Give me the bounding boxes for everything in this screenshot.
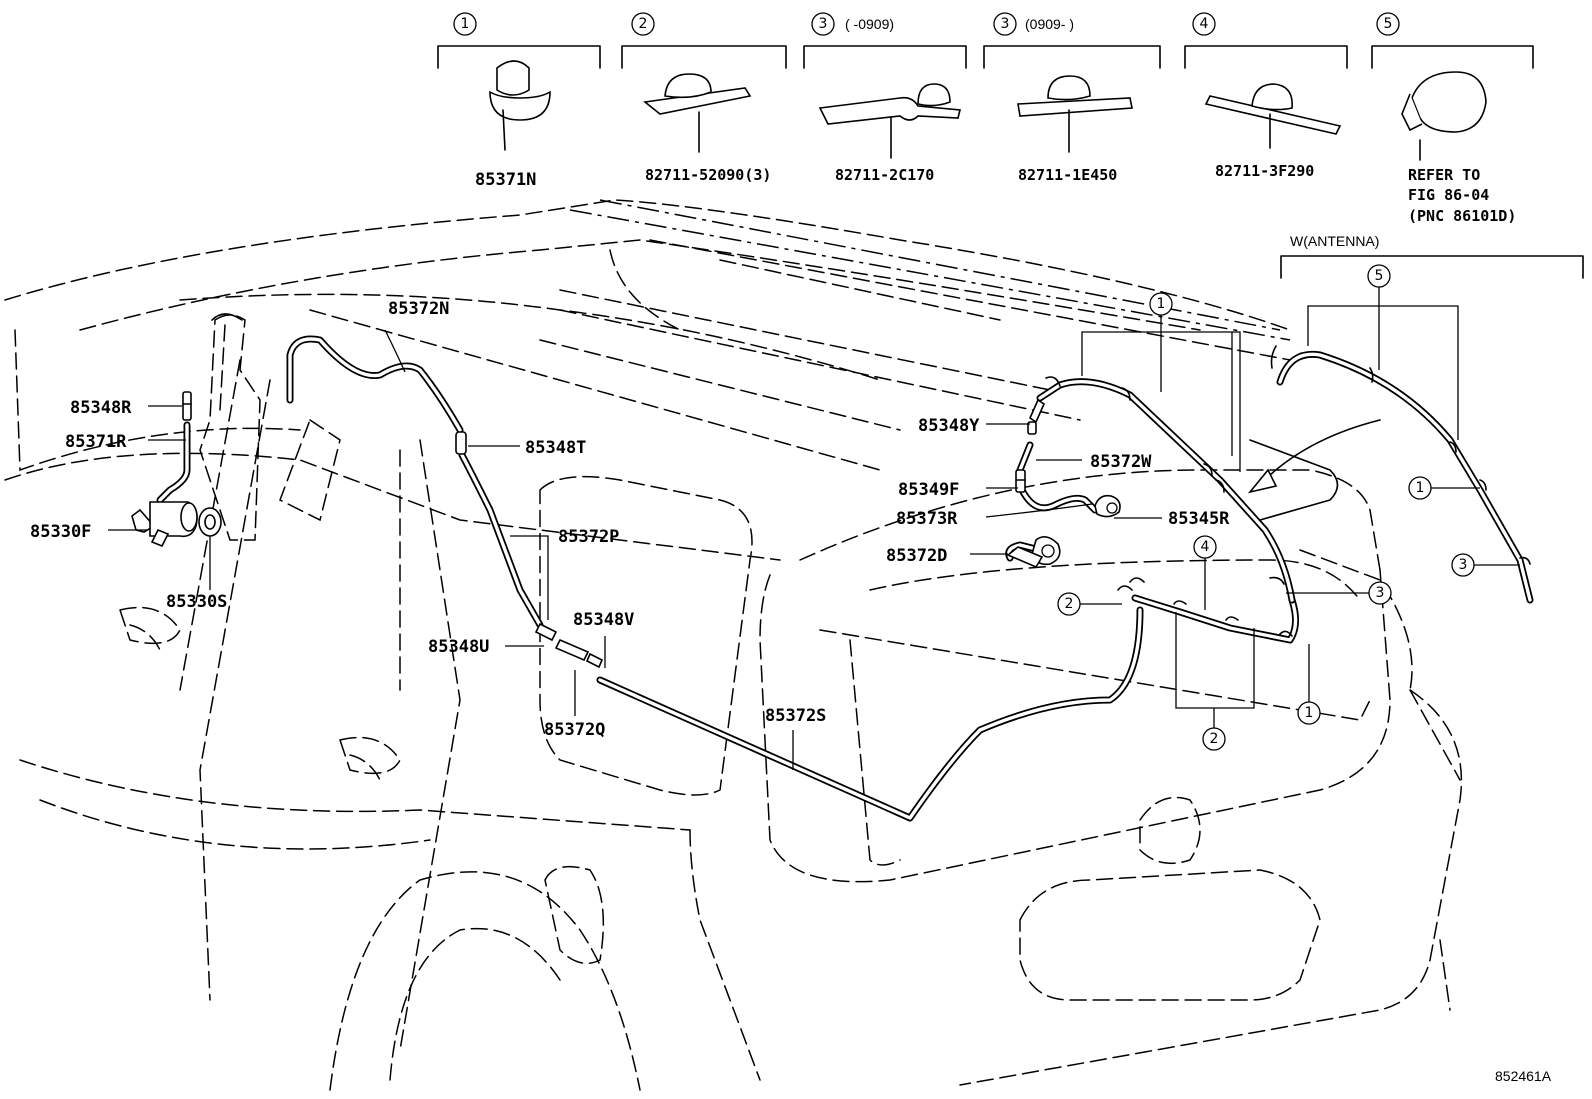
svg-text:2: 2: [1210, 731, 1219, 747]
antenna-bracket: W(ANTENNA): [1280, 233, 1584, 279]
svg-text:(PNC 86101D): (PNC 86101D): [1408, 207, 1516, 225]
svg-text:FIG 86-04: FIG 86-04: [1408, 186, 1489, 204]
svg-text:3: 3: [819, 16, 828, 32]
label-85372D: 85372D: [886, 546, 947, 566]
svg-text:1: 1: [1416, 480, 1425, 496]
figure-id: 852461A: [1495, 1068, 1552, 1084]
label-85372Q: 85372Q: [544, 720, 605, 740]
svg-text:3: 3: [1376, 585, 1385, 601]
svg-text:82711-3F290: 82711-3F290: [1215, 162, 1314, 180]
svg-text:( -0909): ( -0909): [845, 16, 894, 32]
label-85330S: 85330S: [166, 592, 227, 612]
svg-text:1: 1: [1157, 296, 1166, 312]
svg-text:82711-52090(3): 82711-52090(3): [645, 166, 771, 184]
legend-clip-5: 5 REFER TO FIG 86-04 (PNC 86101D): [1371, 12, 1534, 225]
svg-text:82711-1E450: 82711-1E450: [1018, 166, 1117, 184]
label-85348R: 85348R: [70, 398, 132, 418]
label-85372W: 85372W: [1090, 452, 1152, 472]
svg-text:2: 2: [1065, 596, 1074, 612]
label-85349F: 85349F: [898, 480, 959, 500]
label-85348T: 85348T: [525, 438, 586, 458]
label-85372N: 85372N: [388, 299, 449, 319]
svg-text:1: 1: [1305, 705, 1314, 721]
label-85373R: 85373R: [896, 509, 958, 529]
label-85330F: 85330F: [30, 522, 91, 542]
label-85372S: 85372S: [765, 706, 826, 726]
legend-clip-1: 1 85371N: [437, 12, 601, 190]
callouts-right: 1 2 4 2 3 1 5 1 3: [1057, 264, 1520, 751]
connectors: [131, 391, 1121, 669]
label-85345R: 85345R: [1168, 509, 1230, 529]
svg-text:4: 4: [1200, 16, 1209, 32]
vehicle-body: [4, 199, 1463, 1091]
legend-clip-3a: 3 ( -0909) 82711-2C170: [803, 12, 967, 184]
hose-clips: [1045, 345, 1531, 637]
legend-clip-3b: 3 (0909- ) 82711-1E450: [983, 12, 1161, 184]
svg-text:REFER TO: REFER TO: [1408, 166, 1480, 184]
svg-text:2: 2: [639, 16, 648, 32]
svg-text:4: 4: [1201, 539, 1210, 555]
washer-hoses: [156, 335, 1534, 822]
part-labels: 85372N 85348R 85371R 85330F 85330S 85348…: [30, 299, 1230, 740]
part-leaders: [108, 329, 1162, 770]
svg-text:3: 3: [1001, 16, 1010, 32]
label-85348Y: 85348Y: [918, 416, 980, 436]
svg-text:3: 3: [1459, 557, 1468, 573]
label-85348V: 85348V: [573, 610, 634, 630]
svg-text:W(ANTENNA): W(ANTENNA): [1290, 233, 1379, 249]
svg-text:82711-2C170: 82711-2C170: [835, 166, 934, 184]
svg-text:85371N: 85371N: [475, 170, 536, 190]
washer-tank: [199, 313, 261, 541]
legend-clip-4: 4 82711-3F290: [1184, 12, 1348, 180]
label-85372P: 85372P: [558, 527, 619, 547]
label-85348U: 85348U: [428, 637, 489, 657]
svg-text:(0909- ): (0909- ): [1025, 16, 1074, 32]
label-85371R: 85371R: [65, 432, 127, 452]
svg-text:5: 5: [1384, 16, 1393, 32]
svg-text:1: 1: [461, 16, 470, 32]
svg-text:5: 5: [1375, 268, 1384, 284]
legend-clip-2: 2 82711-52090(3): [621, 12, 787, 184]
